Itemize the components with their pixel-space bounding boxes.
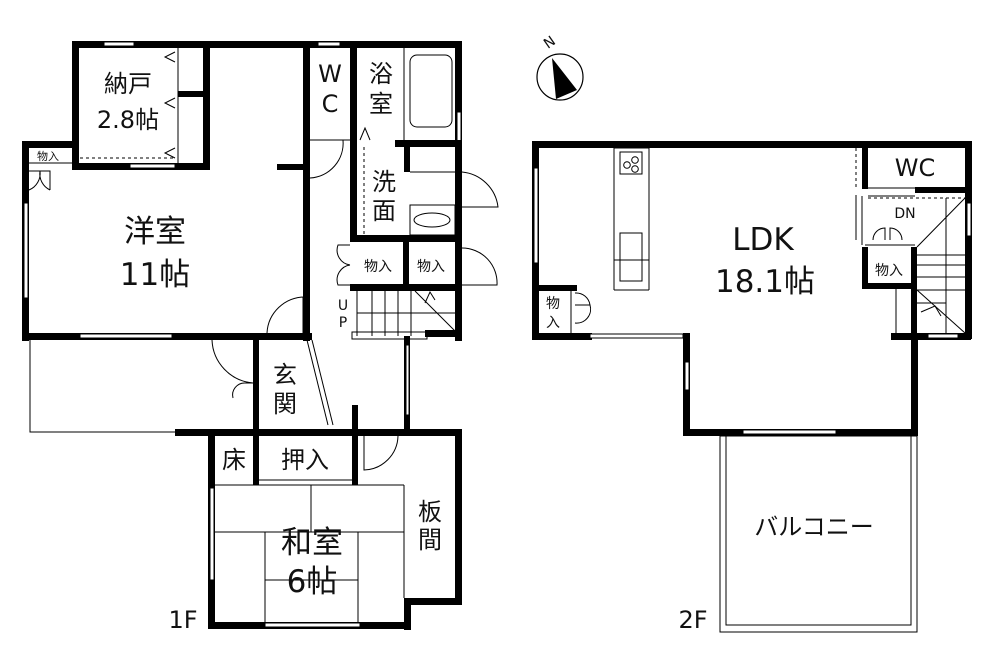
wall — [253, 429, 259, 485]
room-ldk-name: LDK — [732, 222, 794, 258]
window — [79, 333, 173, 339]
wall — [350, 284, 462, 291]
entrance-label-2: 関 — [273, 390, 297, 418]
wall — [203, 41, 210, 170]
wall — [862, 141, 868, 189]
sink — [409, 204, 456, 236]
stairs-down-label: DN — [894, 206, 915, 222]
wall — [404, 147, 410, 172]
wall — [352, 429, 358, 485]
wall — [22, 141, 72, 148]
room-japanese-size: 6帖 — [287, 564, 338, 600]
wall — [455, 429, 462, 605]
wall — [352, 405, 358, 435]
washroom-label-2: 面 — [372, 197, 396, 225]
wall — [455, 41, 462, 341]
wall — [72, 41, 462, 48]
window — [317, 41, 341, 47]
kitchen-counter — [613, 147, 650, 261]
wall — [404, 598, 411, 630]
wall — [915, 187, 972, 193]
wall — [532, 333, 592, 340]
floor-2-label: 2F — [678, 606, 707, 634]
room-storage-name: 納戸 — [104, 70, 152, 98]
entrance-label-1: 玄 — [273, 361, 297, 389]
wall — [395, 140, 462, 147]
stove-icon — [619, 151, 643, 175]
bath-label-1: 浴 — [369, 60, 393, 88]
wall — [350, 41, 357, 241]
wall — [532, 285, 577, 291]
wall — [303, 41, 310, 341]
tatami-mats — [215, 484, 405, 622]
wall — [911, 247, 917, 340]
wall — [178, 91, 208, 97]
window — [264, 622, 361, 628]
room-western-size: 11帖 — [120, 257, 190, 293]
alcove-label: 床 — [222, 446, 246, 474]
window — [405, 344, 410, 416]
closet-stairs-label: 物入 — [875, 263, 903, 279]
balcony-label: バルコニー — [754, 513, 874, 541]
closet-hall-2-label: 物入 — [417, 259, 445, 275]
wall — [175, 429, 462, 436]
wall — [532, 141, 972, 148]
floor-1-label: 1F — [168, 606, 197, 634]
window — [23, 202, 29, 299]
floor-2-plan — [532, 141, 972, 633]
window — [129, 163, 176, 169]
window — [966, 202, 972, 237]
terrace-outline — [29, 338, 175, 433]
window — [209, 487, 215, 581]
closet-west-label: 物入 — [37, 149, 59, 163]
wall — [72, 41, 79, 169]
wall — [253, 340, 259, 435]
closet-kitchen-label-1: 物 — [546, 296, 560, 312]
wall — [911, 333, 918, 436]
bath-label-2: 室 — [369, 90, 393, 118]
wc-1f-c: C — [322, 90, 339, 118]
compass-north-icon: N — [536, 33, 584, 101]
compass-n-label: N — [541, 33, 559, 52]
window — [927, 333, 959, 339]
balcony-outline — [719, 435, 918, 633]
room-storage-size: 2.8帖 — [97, 106, 159, 134]
wc-2f-label: WC — [895, 154, 936, 182]
kitchen-sink — [619, 232, 643, 282]
window — [742, 429, 837, 435]
window — [684, 361, 690, 391]
stairs-up-p: P — [339, 315, 347, 331]
wall — [862, 247, 868, 287]
wall — [965, 141, 972, 339]
closet-futon-label: 押入 — [281, 446, 329, 474]
washroom-label-1: 洗 — [372, 168, 396, 196]
window — [456, 111, 462, 143]
room-ldk-size: 18.1帖 — [715, 264, 815, 300]
wc-1f-w: W — [318, 60, 342, 88]
window — [533, 167, 539, 264]
stairs-2f — [916, 197, 966, 334]
wall — [425, 330, 462, 337]
wood-floor-label-1: 板 — [418, 498, 442, 526]
wall — [404, 598, 462, 605]
room-western-name: 洋室 — [124, 214, 186, 250]
closet-hall-1-label: 物入 — [364, 259, 392, 275]
bathtub — [409, 54, 453, 128]
closet-kitchen-label-2: 入 — [546, 315, 560, 331]
wall — [862, 283, 917, 289]
wall — [403, 240, 409, 290]
wall — [277, 164, 307, 170]
window — [103, 41, 135, 47]
floor-1-plan — [22, 41, 499, 630]
wall — [350, 235, 462, 242]
room-japanese-name: 和室 — [281, 525, 343, 561]
window — [589, 333, 684, 339]
stairs-up-u: U — [338, 298, 348, 314]
wood-floor-label-2: 間 — [418, 526, 442, 554]
